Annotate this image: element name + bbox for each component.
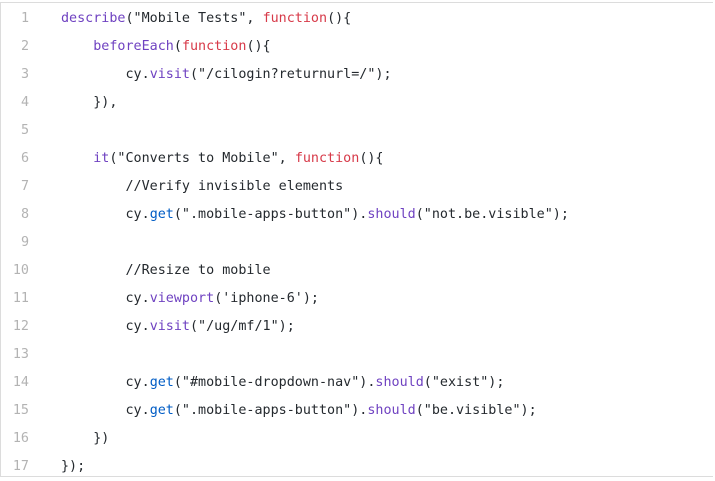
code-token: function [294, 151, 360, 166]
code-token: it [93, 151, 110, 166]
code-token: should [375, 375, 424, 390]
line-number: 11 [12, 291, 29, 306]
code-line: 13 [1, 341, 714, 369]
code-token: ("be.visible"); [415, 403, 537, 418]
code-token: ("/ug/mf/1"); [190, 319, 295, 334]
code-token: cy. [125, 207, 150, 222]
line-number: 13 [12, 347, 29, 362]
code-token: should [367, 207, 416, 222]
code-text: cy.get(".mobile-apps-button").should("be… [61, 397, 537, 425]
code-token: }); [61, 459, 86, 474]
line-number: 1 [20, 11, 29, 26]
line-number: 5 [20, 123, 29, 138]
code-text: cy.visit("/ug/mf/1"); [61, 313, 295, 341]
code-line: 11 cy.viewport('iphone-6'); [1, 285, 714, 313]
line-number: 16 [12, 431, 29, 446]
line-number: 15 [12, 403, 29, 418]
code-token: ('iphone-6'); [214, 291, 319, 306]
code-token: function [262, 11, 328, 26]
code-line: 15 cy.get(".mobile-apps-button").should(… [1, 397, 714, 425]
code-token: function [181, 39, 247, 54]
line-number: 6 [20, 151, 29, 166]
code-text: it("Converts to Mobile", function(){ [61, 145, 384, 173]
code-token: viewport [149, 291, 215, 306]
line-number: 12 [12, 319, 29, 334]
code-token: beforeEach [93, 39, 174, 54]
code-token: get [149, 207, 174, 222]
line-number: 8 [20, 207, 29, 222]
code-text: cy.visit("/cilogin?returnurl=/"); [61, 61, 392, 89]
code-token: ( [173, 39, 182, 54]
code-token: cy. [125, 403, 150, 418]
code-text: //Resize to mobile [61, 257, 271, 285]
code-token: visit [149, 319, 190, 334]
code-line: 7 //Verify invisible elements [1, 173, 714, 201]
code-comment: //Verify invisible elements [125, 179, 344, 194]
code-text: //Verify invisible elements [61, 173, 344, 201]
line-number: 10 [12, 263, 29, 278]
code-text: }) [61, 425, 109, 453]
code-line: 16 }) [1, 425, 714, 453]
code-text: describe("Mobile Tests", function(){ [61, 5, 351, 33]
code-token: ("exist"); [423, 375, 505, 390]
line-number: 4 [20, 95, 29, 110]
code-text: cy.get("#mobile-dropdown-nav").should("e… [61, 369, 505, 397]
code-comment: //Resize to mobile [125, 263, 271, 278]
code-line: 6 it("Converts to Mobile", function(){ [1, 145, 714, 173]
code-token: ("Converts to Mobile", [109, 151, 295, 166]
code-line: 17}); [1, 453, 714, 481]
code-line: 5 [1, 117, 714, 145]
code-line: 10 //Resize to mobile [1, 257, 714, 285]
line-number: 9 [20, 235, 29, 250]
code-token: cy. [125, 375, 150, 390]
code-token: cy. [125, 67, 150, 82]
code-line: 4 }), [1, 89, 714, 117]
code-token: (".mobile-apps-button"). [173, 403, 368, 418]
code-line: 2 beforeEach(function(){ [1, 33, 714, 61]
code-line: 3 cy.visit("/cilogin?returnurl=/"); [1, 61, 714, 89]
line-number: 7 [20, 179, 29, 194]
code-text: cy.viewport('iphone-6'); [61, 285, 320, 313]
code-line: 8 cy.get(".mobile-apps-button").should("… [1, 201, 714, 229]
code-token: get [149, 375, 174, 390]
code-token: get [149, 403, 174, 418]
line-number: 17 [12, 459, 29, 474]
code-token: describe [61, 11, 126, 26]
code-text: }), [61, 89, 117, 117]
code-token: ("/cilogin?returnurl=/"); [190, 67, 392, 82]
code-line: 1 describe("Mobile Tests", function(){ [1, 5, 714, 33]
code-token: cy. [125, 291, 150, 306]
code-token: visit [149, 67, 190, 82]
code-token: cy. [125, 319, 150, 334]
code-token: }), [93, 95, 118, 110]
code-line: 9 [1, 229, 714, 257]
code-text: cy.get(".mobile-apps-button").should("no… [61, 201, 569, 229]
code-token: (){ [246, 39, 271, 54]
code-token: (){ [327, 11, 352, 26]
code-token: ("not.be.visible"); [415, 207, 569, 222]
code-token: }) [93, 431, 110, 446]
code-text: }); [61, 453, 85, 481]
code-token: ("Mobile Tests", [125, 11, 263, 26]
line-number: 14 [12, 375, 29, 390]
code-token: ("#mobile-dropdown-nav"). [173, 375, 376, 390]
code-token: (".mobile-apps-button"). [173, 207, 368, 222]
line-number: 3 [20, 67, 29, 82]
code-line: 14 cy.get("#mobile-dropdown-nav").should… [1, 369, 714, 397]
code-token: should [367, 403, 416, 418]
code-line: 12 cy.visit("/ug/mf/1"); [1, 313, 714, 341]
line-number: 2 [20, 39, 29, 54]
code-text: beforeEach(function(){ [61, 33, 271, 61]
code-token: (){ [359, 151, 384, 166]
